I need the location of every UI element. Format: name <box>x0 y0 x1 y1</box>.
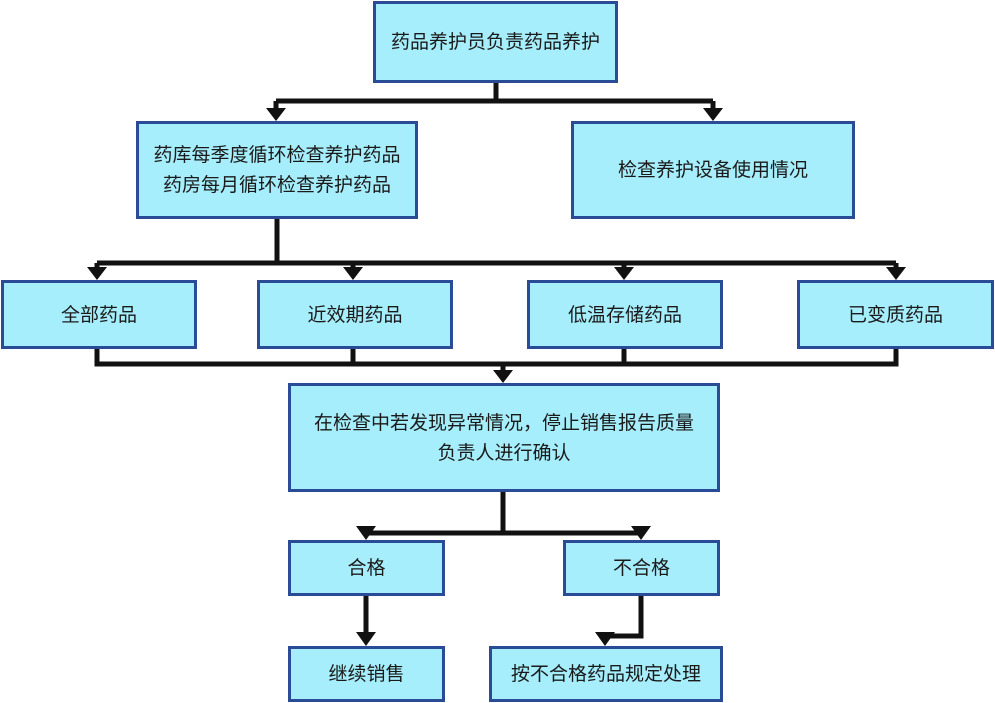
node-cold-storage-label: 低温存储药品 <box>567 303 682 326</box>
node-unqualified-label: 不合格 <box>612 557 670 579</box>
node-continue-sale: 继续销售 <box>288 646 445 702</box>
edge-merge-bar <box>94 348 899 367</box>
node-unqualified: 不合格 <box>563 540 720 596</box>
node-deteriorated: 已变质药品 <box>797 280 994 349</box>
node-near-expiry-label: 近效期药品 <box>307 303 403 326</box>
arrowhead-cycle-check <box>266 108 286 121</box>
node-root: 药品养护员负责药品养护 <box>373 1 618 83</box>
node-qualified: 合格 <box>288 540 445 596</box>
node-root-label: 药品养护员负责药品养护 <box>390 31 600 53</box>
arrowhead-continue-sale <box>356 632 376 646</box>
node-all-drugs: 全部药品 <box>1 280 197 349</box>
node-abnormal: 在检查中若发现异常情况，停止销售报告质量 负责人进行确认 <box>288 383 720 492</box>
node-handle-unqualified-label: 按不合格药品规定处理 <box>510 663 701 685</box>
node-near-expiry: 近效期药品 <box>257 280 453 349</box>
node-abnormal-label: 在检查中若发现异常情况，停止销售报告质量 负责人进行确认 <box>313 411 694 464</box>
node-handle-unqualified: 按不合格药品规定处理 <box>489 646 723 702</box>
node-continue-sale-label: 继续销售 <box>328 663 405 685</box>
arrowhead-unqualified <box>631 526 651 540</box>
arrowhead-all-drugs <box>87 267 107 280</box>
edge-unqualified-to-handle <box>602 596 644 639</box>
arrowhead-equipment-check <box>703 108 723 121</box>
arrowhead-qualified <box>356 526 376 540</box>
node-deteriorated-label: 已变质药品 <box>847 303 943 326</box>
node-cycle-check-label: 药库每季度循环检查养护药品 药房每月循环检查养护药品 <box>153 144 401 196</box>
node-equipment-check-label: 检查养护设备使用情况 <box>617 159 808 181</box>
node-all-drugs-label: 全部药品 <box>60 303 137 326</box>
node-qualified-label: 合格 <box>347 557 386 579</box>
arrowhead-near-expiry <box>343 267 363 280</box>
node-cycle-check: 药库每季度循环检查养护药品 药房每月循环检查养护药品 <box>136 121 418 219</box>
arrowhead-cold-storage <box>614 267 634 280</box>
arrowhead-abnormal <box>493 370 513 383</box>
node-cold-storage: 低温存储药品 <box>527 280 723 349</box>
node-equipment-check: 检查养护设备使用情况 <box>571 121 855 219</box>
arrowhead-handle-unqualified <box>595 632 615 646</box>
arrowhead-deteriorated <box>886 267 906 280</box>
